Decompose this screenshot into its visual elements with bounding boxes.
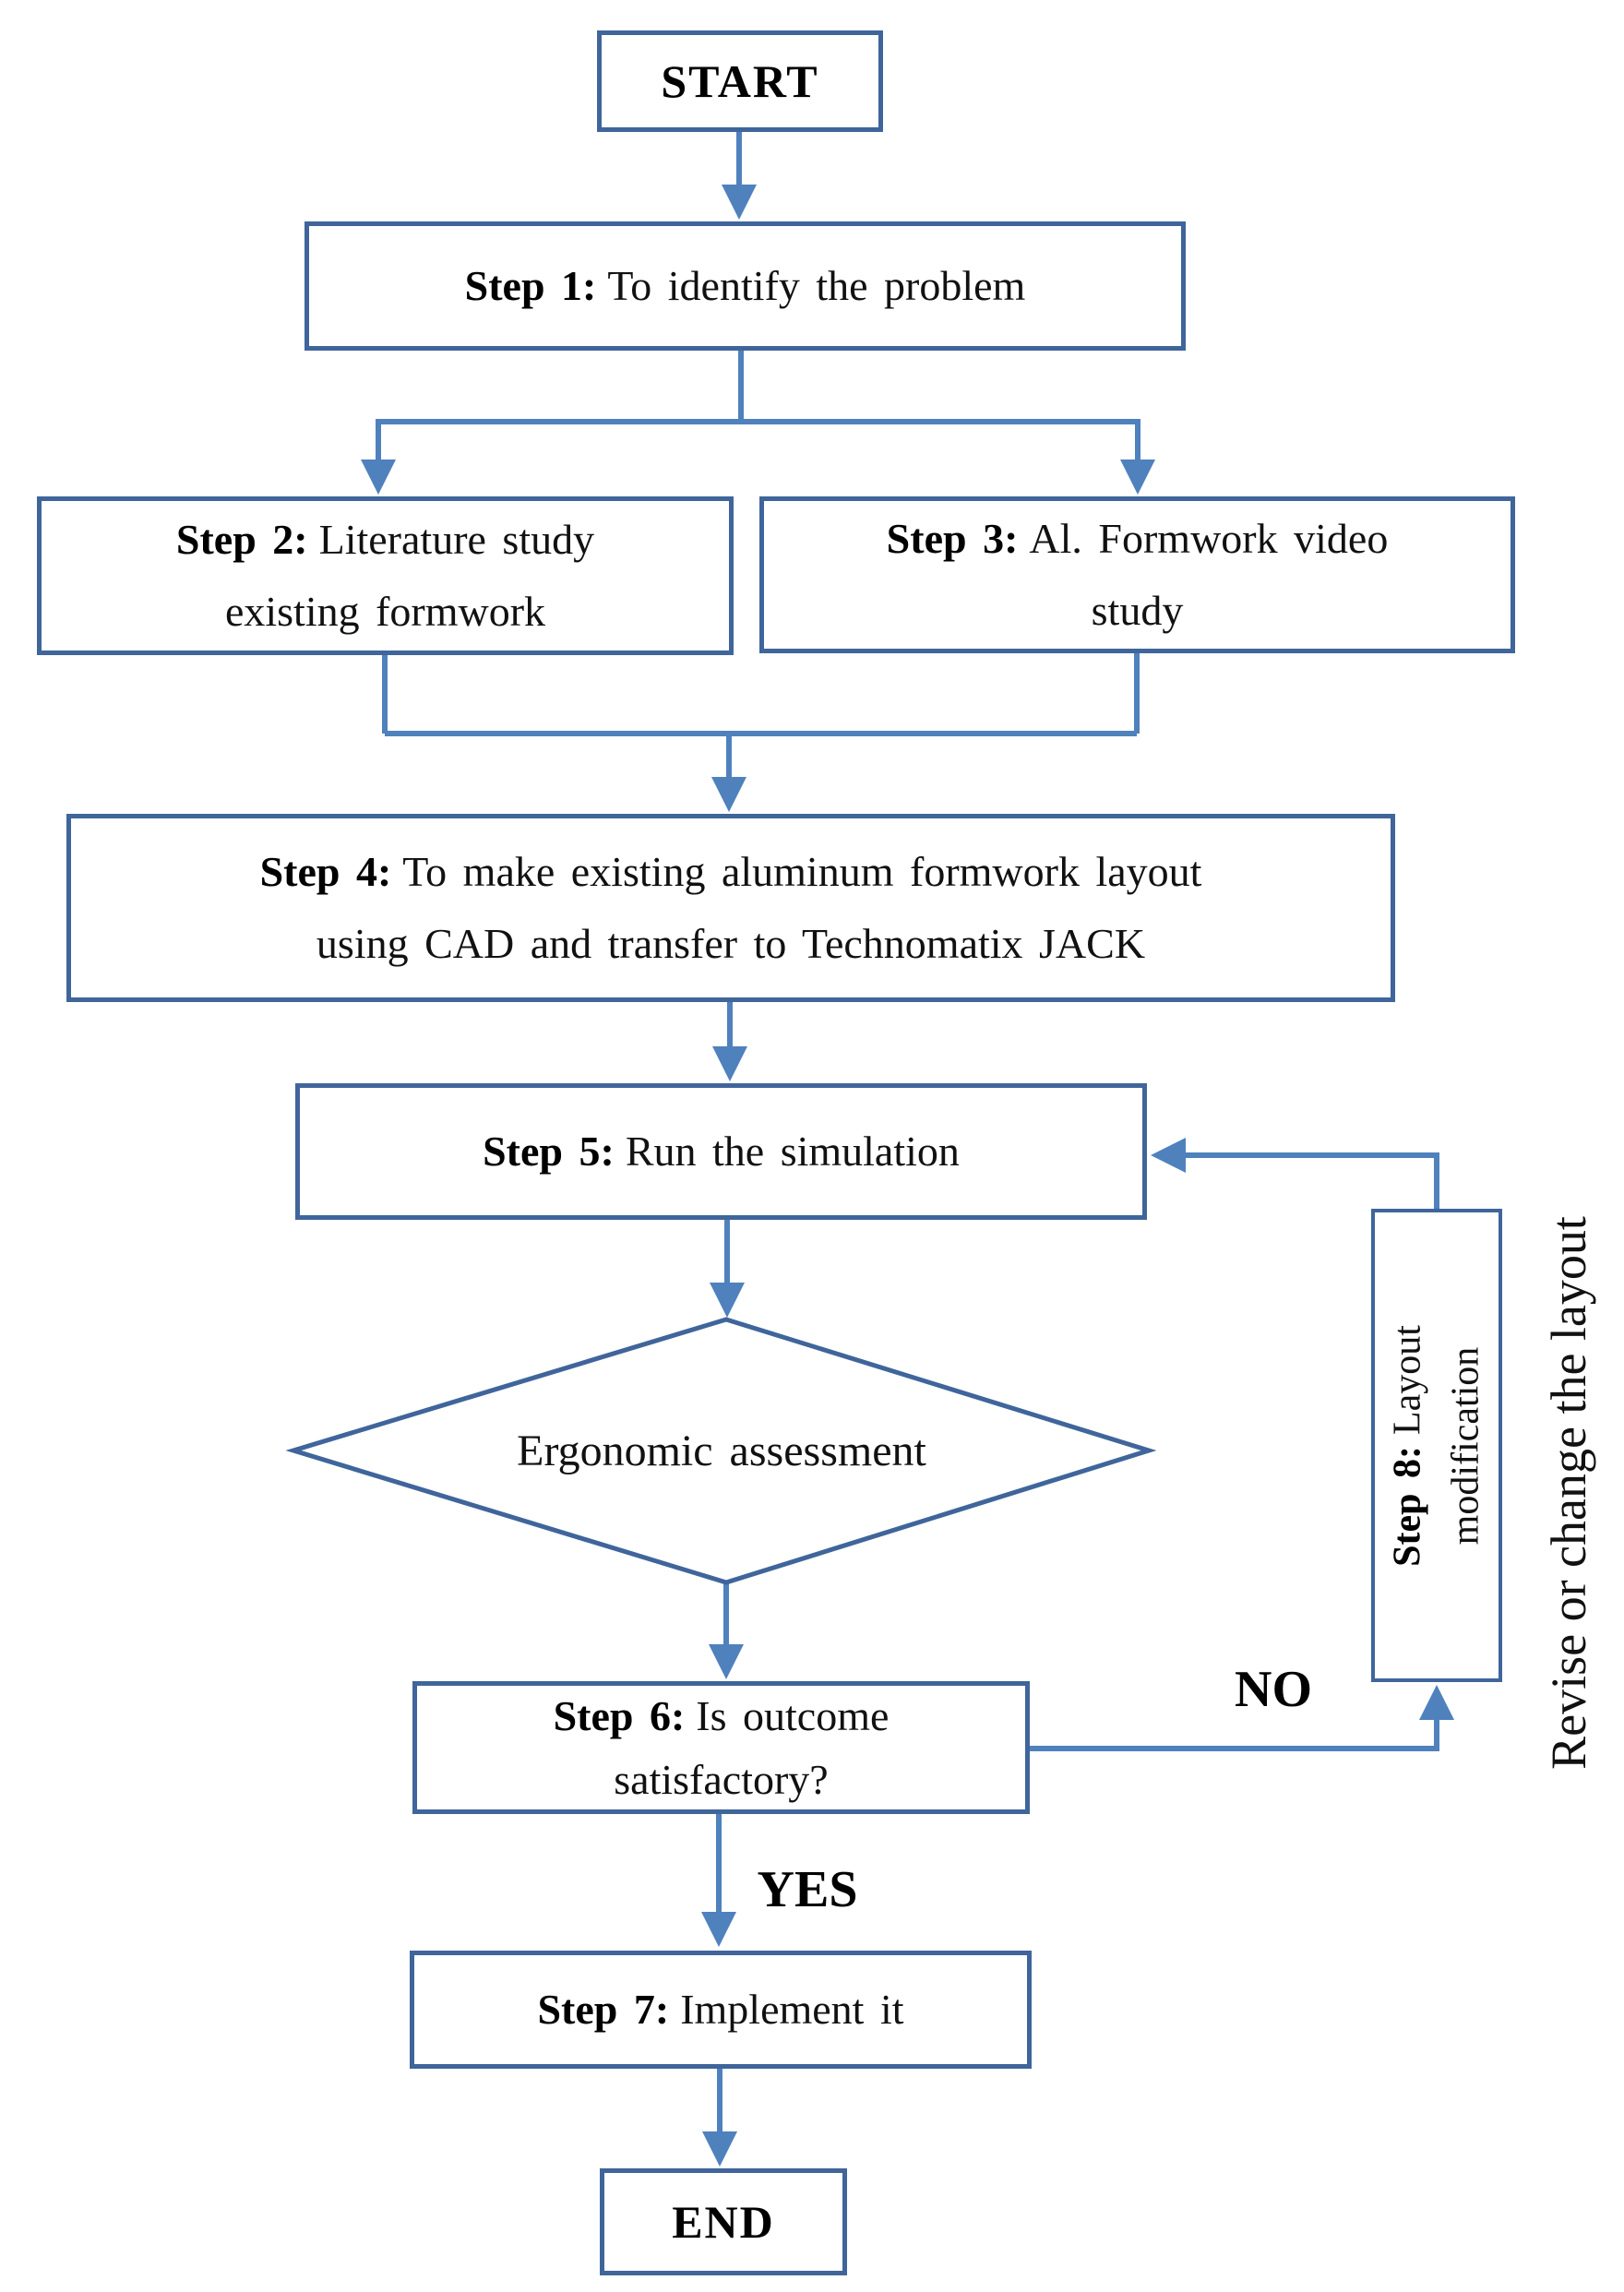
step2-line2: existing formwork (225, 576, 545, 648)
step3-line1: Step 3:Al. Formwork video (887, 503, 1389, 575)
step2-prefix: Step 2: (175, 515, 308, 563)
arrowhead-step6-step7 (701, 1912, 736, 1947)
step8-line2: modification (1437, 1346, 1495, 1545)
step1-prefix: Step 1: (464, 261, 597, 309)
step7-text: Implement it (680, 1985, 904, 2033)
arrowhead-no-step8 (1419, 1685, 1454, 1720)
step5-text: Run the simulation (625, 1127, 960, 1175)
step4-text1: To make existing aluminum formwork layou… (402, 847, 1202, 895)
step2-line1: Step 2:Literature study (176, 504, 594, 576)
step6-text2: satisfactory? (614, 1756, 829, 1803)
step5-line: Step 5:Run the simulation (483, 1116, 960, 1188)
decision-diamond (285, 1317, 1157, 1585)
step3-text2: study (1091, 587, 1184, 634)
step8-node: Step 8: Layout modification (1371, 1209, 1502, 1682)
step8-text1: Layout (1386, 1324, 1428, 1435)
start-label: START (661, 54, 819, 107)
yes-label: YES (715, 1859, 900, 1920)
step1-line: Step 1:To identify the problem (465, 250, 1026, 322)
step2-text1: Literature study (318, 515, 595, 563)
step1-text: To identify the problem (607, 261, 1026, 309)
step3-line2: study (1092, 575, 1184, 647)
step3-prefix: Step 3: (886, 514, 1019, 562)
step6-node: Step 6:Is outcome satisfactory? (412, 1681, 1030, 1814)
side-note: Revise or change the layout (1517, 1161, 1620, 1825)
step5-node: Step 5:Run the simulation (295, 1083, 1147, 1220)
step6-prefix: Step 6: (553, 1692, 686, 1739)
step4-line2: using CAD and transfer to Technomatix JA… (316, 908, 1145, 980)
end-label: END (672, 2195, 775, 2248)
arrowhead-step7-end (702, 2131, 737, 2167)
step4-node: Step 4:To make existing aluminum formwor… (66, 814, 1395, 1002)
end-node: END (600, 2168, 847, 2275)
edge-feedback-path (1186, 1152, 1439, 1209)
step2-node: Step 2:Literature study existing formwor… (37, 496, 734, 655)
step8-rotated-text: Step 8: Layout modification (1375, 1215, 1499, 1677)
step7-node: Step 7:Implement it (410, 1951, 1032, 2069)
step8-line1: Step 8: Layout (1379, 1325, 1437, 1567)
arrowhead-step4-step5 (712, 1046, 747, 1081)
edge-split-bar (376, 419, 1140, 463)
edge-no-path (1030, 1718, 1439, 1751)
step7-prefix: Step 7: (537, 1985, 670, 2033)
step6-line1: Step 6:Is outcome (554, 1684, 890, 1748)
step6-text1: Is outcome (696, 1692, 890, 1739)
no-text: NO (1235, 1661, 1312, 1718)
step8-text2: modification (1444, 1346, 1487, 1545)
arrowhead-split-step3 (1120, 460, 1155, 495)
no-label: NO (1181, 1659, 1366, 1720)
step6-line2: satisfactory? (614, 1748, 828, 1811)
step4-prefix: Step 4: (259, 847, 392, 895)
step4-text2: using CAD and transfer to Technomatix JA… (316, 920, 1146, 967)
arrowhead-start-step1 (722, 185, 757, 220)
step2-text2: existing formwork (224, 588, 546, 635)
arrowhead-merge-step4 (711, 777, 746, 812)
step1-node: Step 1:To identify the problem (304, 221, 1186, 351)
decision-label: Ergonomic assessment (293, 1419, 1150, 1482)
arrowhead-split-step2 (361, 460, 396, 495)
step3-text1: Al. Formwork video (1029, 514, 1389, 562)
step7-line: Step 7:Implement it (537, 1974, 903, 2046)
start-node: START (597, 30, 883, 132)
yes-text: YES (757, 1861, 858, 1918)
side-note-text: Revise or change the layout (1541, 1216, 1596, 1770)
arrowhead-step5-decision (710, 1283, 745, 1318)
step8-prefix: Step 8: (1386, 1445, 1428, 1567)
step3-node: Step 3:Al. Formwork video study (759, 496, 1515, 653)
arrowhead-feedback-step5 (1151, 1138, 1186, 1173)
step4-line1: Step 4:To make existing aluminum formwor… (260, 836, 1202, 908)
side-note-rotated-text: Revise or change the layout (1518, 1161, 1619, 1825)
decision-text: Ergonomic assessment (517, 1426, 926, 1475)
step5-prefix: Step 5: (483, 1127, 615, 1175)
arrowhead-decision-step6 (709, 1644, 744, 1679)
